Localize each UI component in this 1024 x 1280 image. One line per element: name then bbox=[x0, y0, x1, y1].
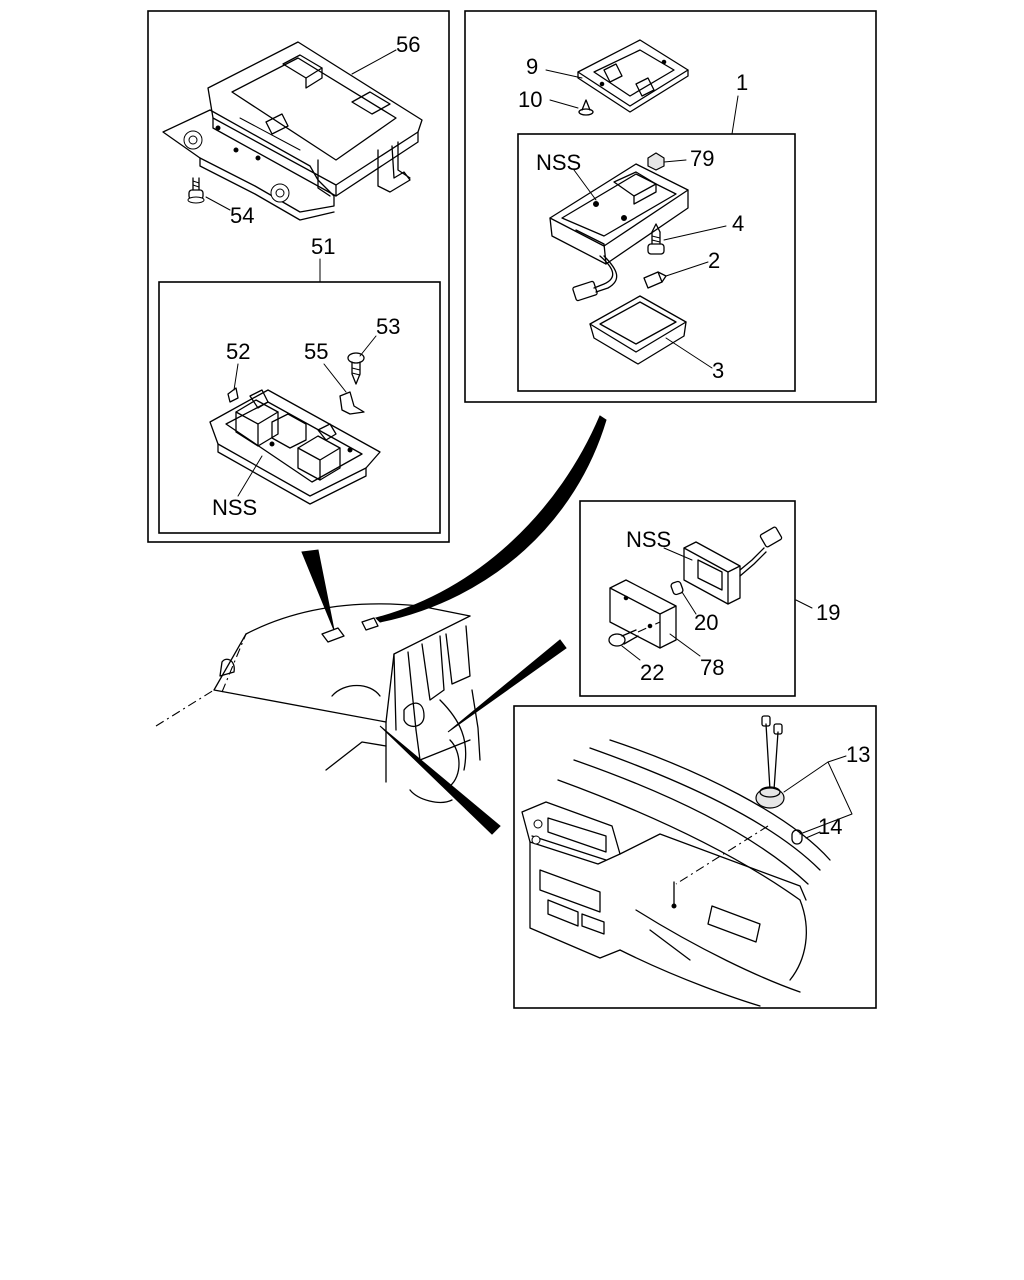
label-52: 52 bbox=[226, 339, 250, 364]
label-nss-right: NSS bbox=[626, 527, 671, 552]
bracket-drawing bbox=[162, 41, 423, 221]
label-4: 4 bbox=[732, 211, 744, 236]
bracket-9 bbox=[577, 39, 689, 113]
label-9: 9 bbox=[526, 54, 538, 79]
clip-10 bbox=[578, 99, 594, 116]
leader-lines-19 bbox=[621, 547, 813, 661]
leader-lines-51 bbox=[233, 335, 377, 497]
label-2: 2 bbox=[708, 248, 720, 273]
lens-78 bbox=[609, 579, 677, 649]
lamp-19-body bbox=[683, 526, 783, 605]
panel-lamp-1 bbox=[517, 133, 796, 392]
leader-lines-lamp-1 bbox=[573, 159, 727, 369]
dashboard-drawing bbox=[521, 739, 831, 1007]
leader-lines-top-right bbox=[545, 69, 739, 135]
screw-22 bbox=[608, 621, 661, 647]
sensor-13 bbox=[755, 715, 785, 809]
label-22: 22 bbox=[640, 660, 664, 685]
leader-lines-top-left bbox=[205, 49, 397, 283]
leader-lines-13-14 bbox=[783, 755, 853, 839]
panel-dome-lamp: 9 10 1 bbox=[464, 10, 877, 403]
label-1: 1 bbox=[736, 70, 748, 95]
label-3: 3 bbox=[712, 358, 724, 383]
vehicle-outline bbox=[155, 603, 481, 804]
label-19: 19 bbox=[816, 600, 840, 625]
label-nss-top: NSS bbox=[536, 150, 581, 175]
screw-4 bbox=[647, 223, 665, 255]
label-78: 78 bbox=[700, 655, 724, 680]
lens-3 bbox=[589, 295, 687, 365]
label-53: 53 bbox=[376, 314, 400, 339]
bulb-20 bbox=[670, 580, 684, 596]
label-56: 56 bbox=[396, 32, 420, 57]
label-51: 51 bbox=[311, 234, 335, 259]
label-nss-left: NSS bbox=[212, 495, 257, 520]
nut-79 bbox=[647, 152, 665, 171]
screw-53 bbox=[347, 352, 365, 385]
clip-55 bbox=[339, 391, 365, 415]
panel-cargo-lamp: NSS 19 20 78 22 bbox=[579, 500, 840, 697]
bolt-54 bbox=[187, 177, 205, 204]
bulb-2 bbox=[643, 271, 667, 289]
label-55: 55 bbox=[304, 339, 328, 364]
label-13: 13 bbox=[846, 742, 870, 767]
label-10: 10 bbox=[518, 87, 542, 112]
panel-dashboard: 13 14 bbox=[513, 705, 877, 1009]
panel-roof-bracket: 56 54 51 bbox=[147, 10, 450, 543]
pointer-wedges bbox=[301, 415, 607, 835]
label-79: 79 bbox=[690, 146, 714, 171]
clip-52 bbox=[227, 387, 239, 403]
panel-lamp-51 bbox=[158, 281, 441, 534]
label-20: 20 bbox=[694, 610, 718, 635]
label-14: 14 bbox=[818, 814, 842, 839]
bulb-14 bbox=[791, 829, 803, 845]
label-54: 54 bbox=[230, 203, 254, 228]
